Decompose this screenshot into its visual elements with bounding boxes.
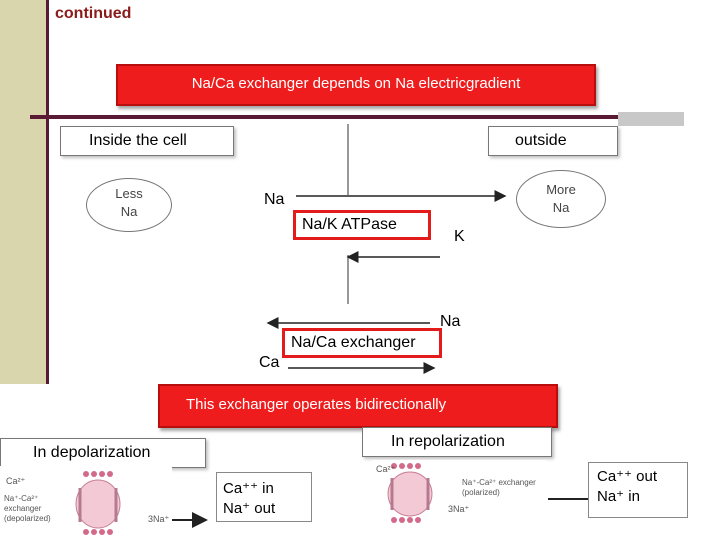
repolarization-label: In repolarization <box>391 433 505 450</box>
na-top-label: Na <box>264 191 285 208</box>
depolarized-membrane-drawing <box>75 471 121 535</box>
exchanger-label: Na/Ca exchanger <box>291 334 416 351</box>
slide-title: continued <box>55 5 132 22</box>
depolarization-label: In depolarization <box>33 444 151 461</box>
rule-end-block <box>618 112 684 126</box>
repol-text-line1: Ca⁺⁺ out <box>597 468 658 485</box>
polarized-membrane-drawing <box>387 463 433 523</box>
depol-text-box: Ca⁺⁺ in Na⁺ out <box>216 472 312 522</box>
horizontal-rule <box>30 115 650 119</box>
bottom-banner-text: This exchanger operates bidirectionally <box>186 396 447 413</box>
more-na-line1: More <box>546 182 576 197</box>
depolarization-box: In depolarization <box>0 438 206 468</box>
more-na-line2: Na <box>552 200 570 215</box>
atpase-box: Na/K ATPase <box>293 210 431 240</box>
depol-text-line1: Ca⁺⁺ in <box>223 480 274 497</box>
repolarization-box: In repolarization <box>362 427 552 457</box>
ca-label: Ca <box>259 354 280 371</box>
less-na-line1: Less <box>115 186 143 201</box>
less-na-line2: Na <box>120 204 138 219</box>
repol-text-box: Ca⁺⁺ out Na⁺ in <box>588 462 688 518</box>
polar-na-label: 3Na⁺ <box>448 504 470 514</box>
more-na-ellipse: More Na <box>516 170 606 228</box>
inside-cell-box: Inside the cell <box>60 126 234 156</box>
polarized-exchanger-image: Ca²⁺ Na⁺-Ca²⁺ exchanger (polarized) 3Na⁺ <box>372 460 546 526</box>
depol-ca-label: Ca²⁺ <box>6 476 26 486</box>
slide-sidebar <box>0 0 46 384</box>
atpase-label: Na/K ATPase <box>302 216 397 233</box>
na-mid-label: Na <box>440 313 461 330</box>
sidebar-divider <box>46 0 49 384</box>
exchanger-box: Na/Ca exchanger <box>282 328 442 358</box>
outside-box: outside <box>488 126 618 156</box>
depol-text-line2: Na⁺ out <box>223 500 276 517</box>
bottom-banner: This exchanger operates bidirectionally <box>158 384 558 428</box>
polar-ca-label: Ca²⁺ <box>376 464 396 474</box>
depol-caption: Na⁺-Ca²⁺ exchanger (depolarized) <box>4 494 51 523</box>
polar-caption: Na⁺-Ca²⁺ exchanger (polarized) <box>462 478 536 497</box>
repol-text-line2: Na⁺ in <box>597 488 640 505</box>
outside-label: outside <box>515 132 567 149</box>
depol-na-label: 3Na⁺ <box>148 514 170 524</box>
less-na-ellipse: Less Na <box>86 178 172 232</box>
inside-cell-label: Inside the cell <box>89 132 187 149</box>
k-label: K <box>454 228 465 245</box>
top-banner: Na/Ca exchanger depends on Na electricgr… <box>116 64 596 106</box>
top-banner-text: Na/Ca exchanger depends on Na electricgr… <box>191 75 521 92</box>
depolarized-exchanger-image: Ca²⁺ Na⁺-Ca²⁺ exchanger (depolarized) 3N… <box>0 466 172 540</box>
